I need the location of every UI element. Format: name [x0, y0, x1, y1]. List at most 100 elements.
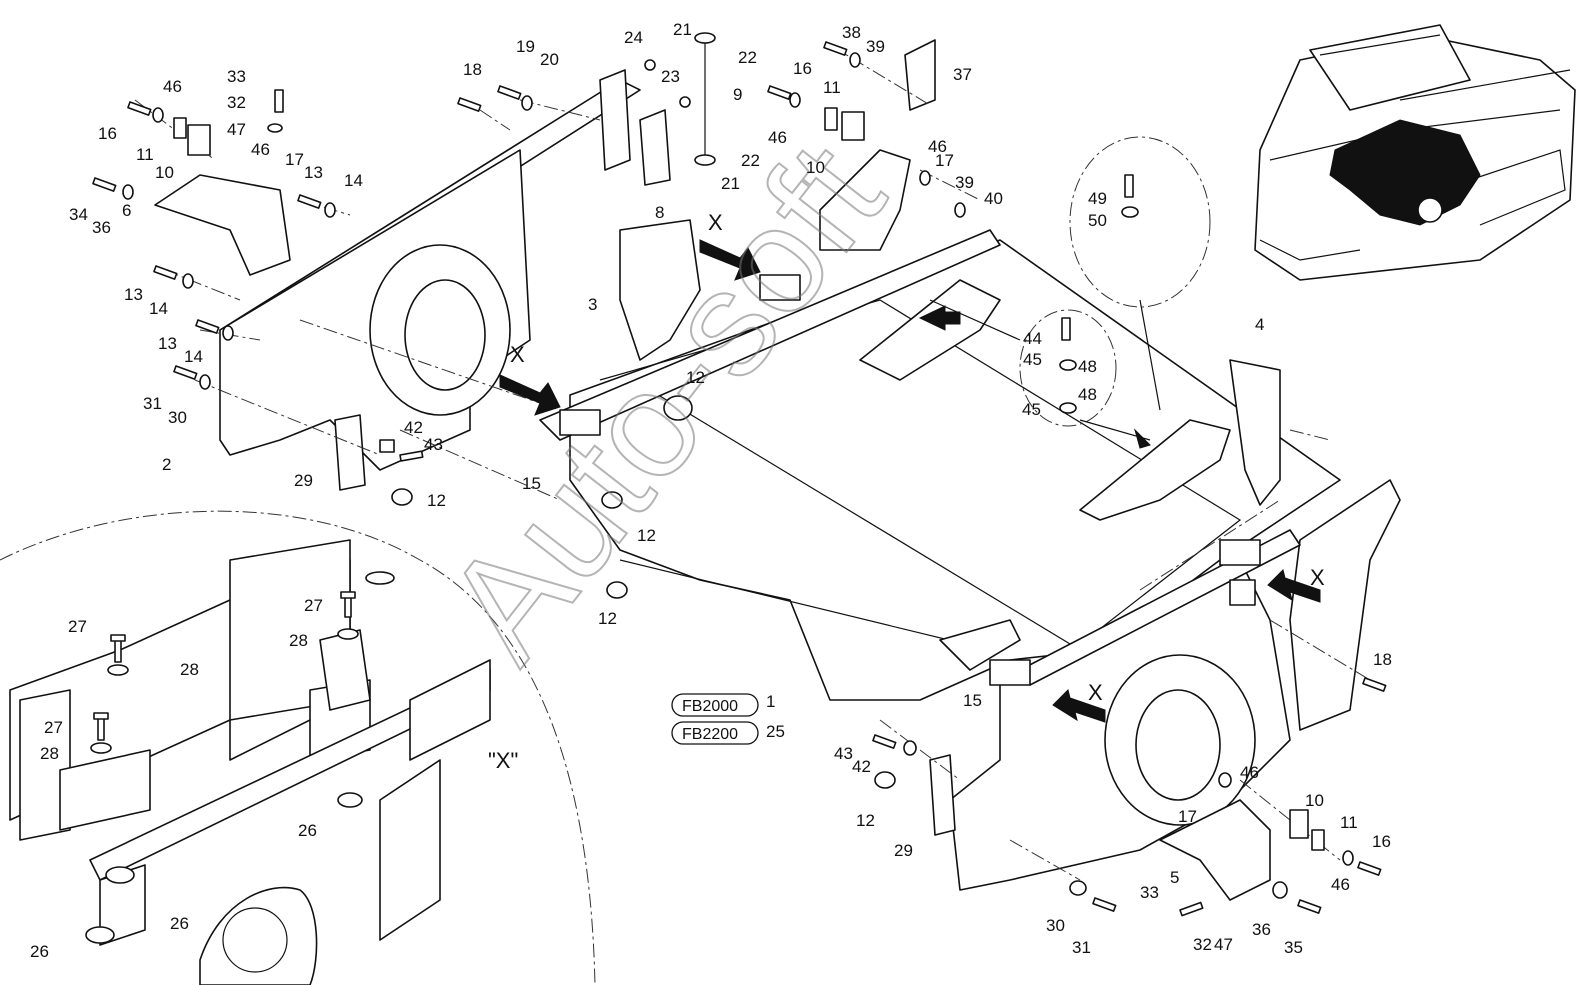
part-callout-p12e: 12	[856, 811, 875, 830]
part-callout-p14c: 14	[184, 347, 203, 366]
part-callout-p16c: 16	[1372, 832, 1391, 851]
part-callout-p13c: 13	[158, 334, 177, 353]
part-callout-p46c: 46	[251, 140, 270, 159]
part-callout-p30a: 30	[168, 408, 187, 427]
model-code-fb2000: FB2000	[682, 698, 738, 715]
part-callout-p18b: 18	[1373, 650, 1392, 669]
bolt-icon	[92, 41, 1387, 917]
detail-view-x	[0, 510, 596, 985]
part-callout-p29a: 29	[294, 471, 313, 490]
part-callout-p39a: 39	[866, 37, 885, 56]
part-callout-p14a: 14	[344, 171, 363, 190]
part-callout-p48a: 48	[1078, 357, 1097, 376]
assembly-lines	[134, 44, 1371, 881]
part-callout-p27a: 27	[68, 617, 87, 636]
part-callout-p30b: 30	[1046, 916, 1065, 935]
part-callout-p27c: 27	[44, 718, 63, 737]
part-callout-p37: 37	[953, 65, 972, 84]
part-callout-p2: 2	[162, 455, 171, 474]
bolt-icon	[90, 591, 359, 754]
part-callout-p10a: 10	[155, 163, 174, 182]
part-callout-p9: 9	[733, 85, 742, 104]
part-callout-p33b: 33	[1140, 883, 1159, 902]
part-callout-p38: 38	[842, 23, 861, 42]
view-marker: X	[510, 342, 525, 367]
part-callout-p22a: 22	[738, 48, 757, 67]
part-callout-p31b: 31	[1072, 938, 1091, 957]
part-callout-p42b: 42	[852, 757, 871, 776]
part-callout-p44: 44	[1023, 329, 1042, 348]
machine-overview-thumbnail	[1254, 24, 1576, 281]
part-callout-p24: 24	[624, 28, 643, 47]
part-callout-p16b: 16	[793, 59, 812, 78]
view-direction-arrows: X X X X	[499, 210, 1325, 723]
part-callout-p43b: 43	[834, 744, 853, 763]
model-code-fb2200: FB2200	[682, 726, 738, 743]
part-callout-p26c: 26	[30, 942, 49, 961]
detail-view-label: "X"	[488, 748, 518, 773]
part-callout-p8: 8	[655, 203, 664, 222]
part-callout-p31a: 31	[143, 394, 162, 413]
part-callout-p1: 1	[766, 692, 775, 711]
part-callout-p47b: 47	[1214, 935, 1233, 954]
part-callout-p21a: 21	[673, 20, 692, 39]
part-callout-p43a: 43	[424, 435, 443, 454]
part-callout-p12c: 12	[637, 526, 656, 545]
part-callout-p13a: 13	[304, 163, 323, 182]
part-callout-p5: 5	[1170, 868, 1179, 887]
part-callout-p4: 4	[1255, 315, 1264, 334]
part-callout-p28b: 28	[289, 631, 308, 650]
part-callout-p46a: 46	[163, 77, 182, 96]
part-callout-p42a: 42	[404, 418, 423, 437]
view-marker: X	[1310, 565, 1325, 590]
part-callout-p32b: 32	[1193, 935, 1212, 954]
part-callout-p26a: 26	[298, 821, 317, 840]
part-callout-p49: 49	[1088, 189, 1107, 208]
part-callout-p28c: 28	[40, 744, 59, 763]
part-callout-p16a: 16	[98, 124, 117, 143]
part-callout-p33a: 33	[227, 67, 246, 86]
part-callout-p12d: 12	[598, 609, 617, 628]
model-code-badges: FB2000 FB2200	[671, 693, 759, 745]
part-callout-p19: 19	[516, 37, 535, 56]
part-callout-p45b: 45	[1022, 400, 1041, 419]
bushing-icon	[173, 107, 1325, 851]
fasteners	[92, 41, 1387, 917]
part-callout-p18a: 18	[463, 60, 482, 79]
part-callout-p14b: 14	[149, 299, 168, 318]
part-callout-p46e: 46	[1240, 763, 1259, 782]
part-callout-p10b: 10	[806, 158, 825, 177]
part-callout-p12b: 12	[427, 491, 446, 510]
part-callout-p32a: 32	[227, 93, 246, 112]
part-callout-p11a: 11	[136, 145, 154, 164]
part-callout-p13b: 13	[124, 285, 143, 304]
part-callout-p40: 40	[984, 189, 1003, 208]
part-callout-p28a: 28	[180, 660, 199, 679]
part-callout-p25: 25	[766, 722, 785, 741]
part-callout-p29b: 29	[894, 841, 913, 860]
part-callout-p20: 20	[540, 50, 559, 69]
part-callout-p17c: 17	[1178, 807, 1197, 826]
part-callout-p17a: 17	[285, 150, 304, 169]
part-callout-p36a: 36	[92, 218, 111, 237]
washer-icon	[122, 52, 1354, 899]
part-callout-p47a: 47	[227, 120, 246, 139]
part-callout-p46b: 46	[768, 128, 787, 147]
part-callout-p35: 35	[1284, 938, 1303, 957]
part-callout-p45a: 45	[1023, 350, 1042, 369]
view-marker: X	[1088, 680, 1103, 705]
part-callout-p11b: 11	[823, 78, 841, 97]
part-callout-p10c: 10	[1305, 791, 1324, 810]
part-callout-p21b: 21	[721, 174, 740, 193]
part-callout-p12a: 12	[686, 368, 705, 387]
part-callout-p15a: 15	[522, 474, 541, 493]
part-callout-p50: 50	[1088, 211, 1107, 230]
part-callout-p46f: 46	[1331, 875, 1350, 894]
part-callout-p15b: 15	[963, 691, 982, 710]
view-marker: X	[708, 210, 723, 235]
part-callout-p27b: 27	[304, 596, 323, 615]
part-callout-p46d: 46	[928, 137, 947, 156]
part-callout-p22b: 22	[741, 151, 760, 170]
